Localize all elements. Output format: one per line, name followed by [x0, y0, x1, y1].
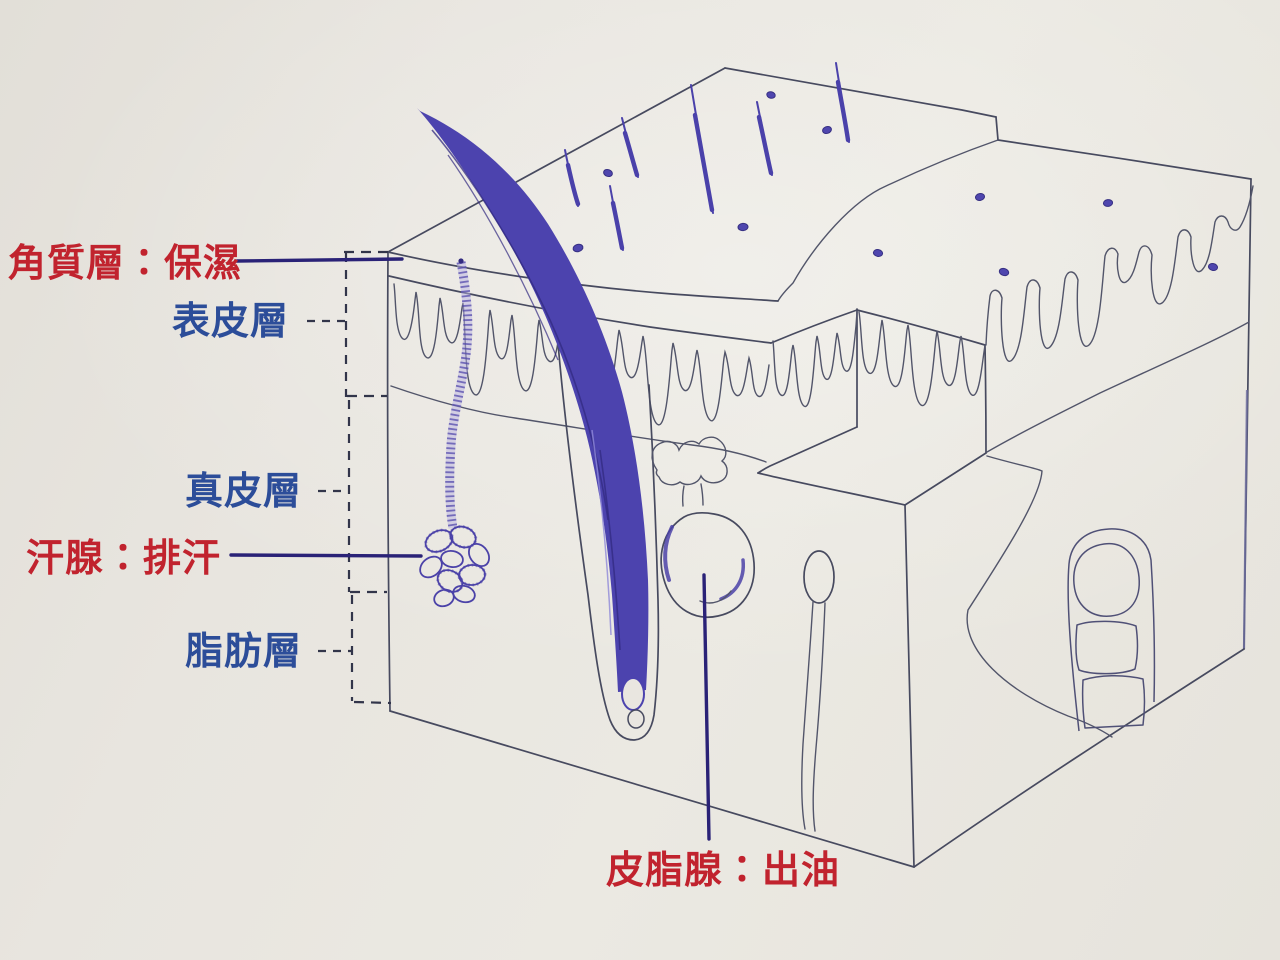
- stratum-corneum-slab: [387, 251, 779, 344]
- hair-shaft: [417, 108, 649, 729]
- pointer-line-sebaceous-gland: [702, 573, 711, 841]
- block-outline: [386, 67, 1252, 868]
- touch-receptor: [800, 550, 835, 832]
- papillae-notch-right-wall: [858, 311, 986, 406]
- pointer-line-stratum-corneum: [235, 257, 404, 263]
- sweat-duct: [445, 258, 473, 529]
- pointer-lines: [229, 257, 711, 841]
- label-sebaceous-gland: 皮脂腺：出油: [606, 848, 841, 892]
- label-dermis: 真皮層: [185, 469, 303, 513]
- papillae-notch-left-wall: [772, 311, 858, 407]
- layer-bracket-dashes: [307, 250, 392, 705]
- dermal-papilla: [627, 709, 645, 729]
- fat-boundary-line: [966, 455, 1113, 738]
- surface-hairs: [564, 62, 851, 251]
- label-stratum-corneum: 角質層：保濕: [8, 241, 243, 285]
- hair-bulb: [621, 677, 645, 711]
- cut-notch-ledge: [757, 308, 987, 868]
- label-epidermis: 表皮層: [172, 299, 290, 343]
- papillae-right-face: [985, 185, 1254, 362]
- label-fat-layer: 脂肪層: [185, 629, 303, 673]
- label-sweat-gland: 汗腺：排汗: [26, 536, 222, 580]
- surface-pores: [572, 91, 1219, 277]
- fat-lobule-structure: [1067, 528, 1156, 732]
- hair-follicle: [555, 317, 660, 741]
- pointer-line-sweat-gland: [229, 553, 423, 558]
- sebaceous-gland: [651, 436, 755, 618]
- sweat-gland-coil: [419, 525, 490, 608]
